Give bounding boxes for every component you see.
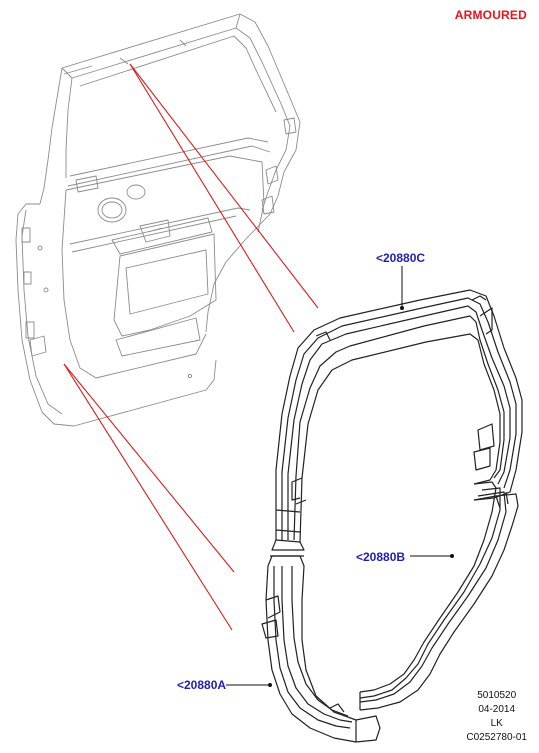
seal-upper-20880c [271,289,523,551]
variant-label: ARMOURED [454,8,527,22]
callout-dots [268,306,454,687]
illustration-footer: 5010520 04-2014 LK C0252780-01 [466,689,527,745]
rear-door-illustration [15,13,301,427]
seal-rear-20880b [359,481,519,711]
graphic-id: C0252780-01 [466,732,527,743]
illustration-number: 5010520 [477,690,517,701]
callout-leaders [226,266,452,686]
callout-lower-seal[interactable]: <20880A [177,678,227,692]
illustration-author: LK [490,718,503,729]
leader-lines [63,63,319,631]
illustration-date: 04-2014 [478,704,516,715]
callout-upper-seal[interactable]: <20880C [376,251,426,265]
seal-lower-20880a [261,555,381,743]
callout-rear-seal[interactable]: <20880B [356,550,406,564]
